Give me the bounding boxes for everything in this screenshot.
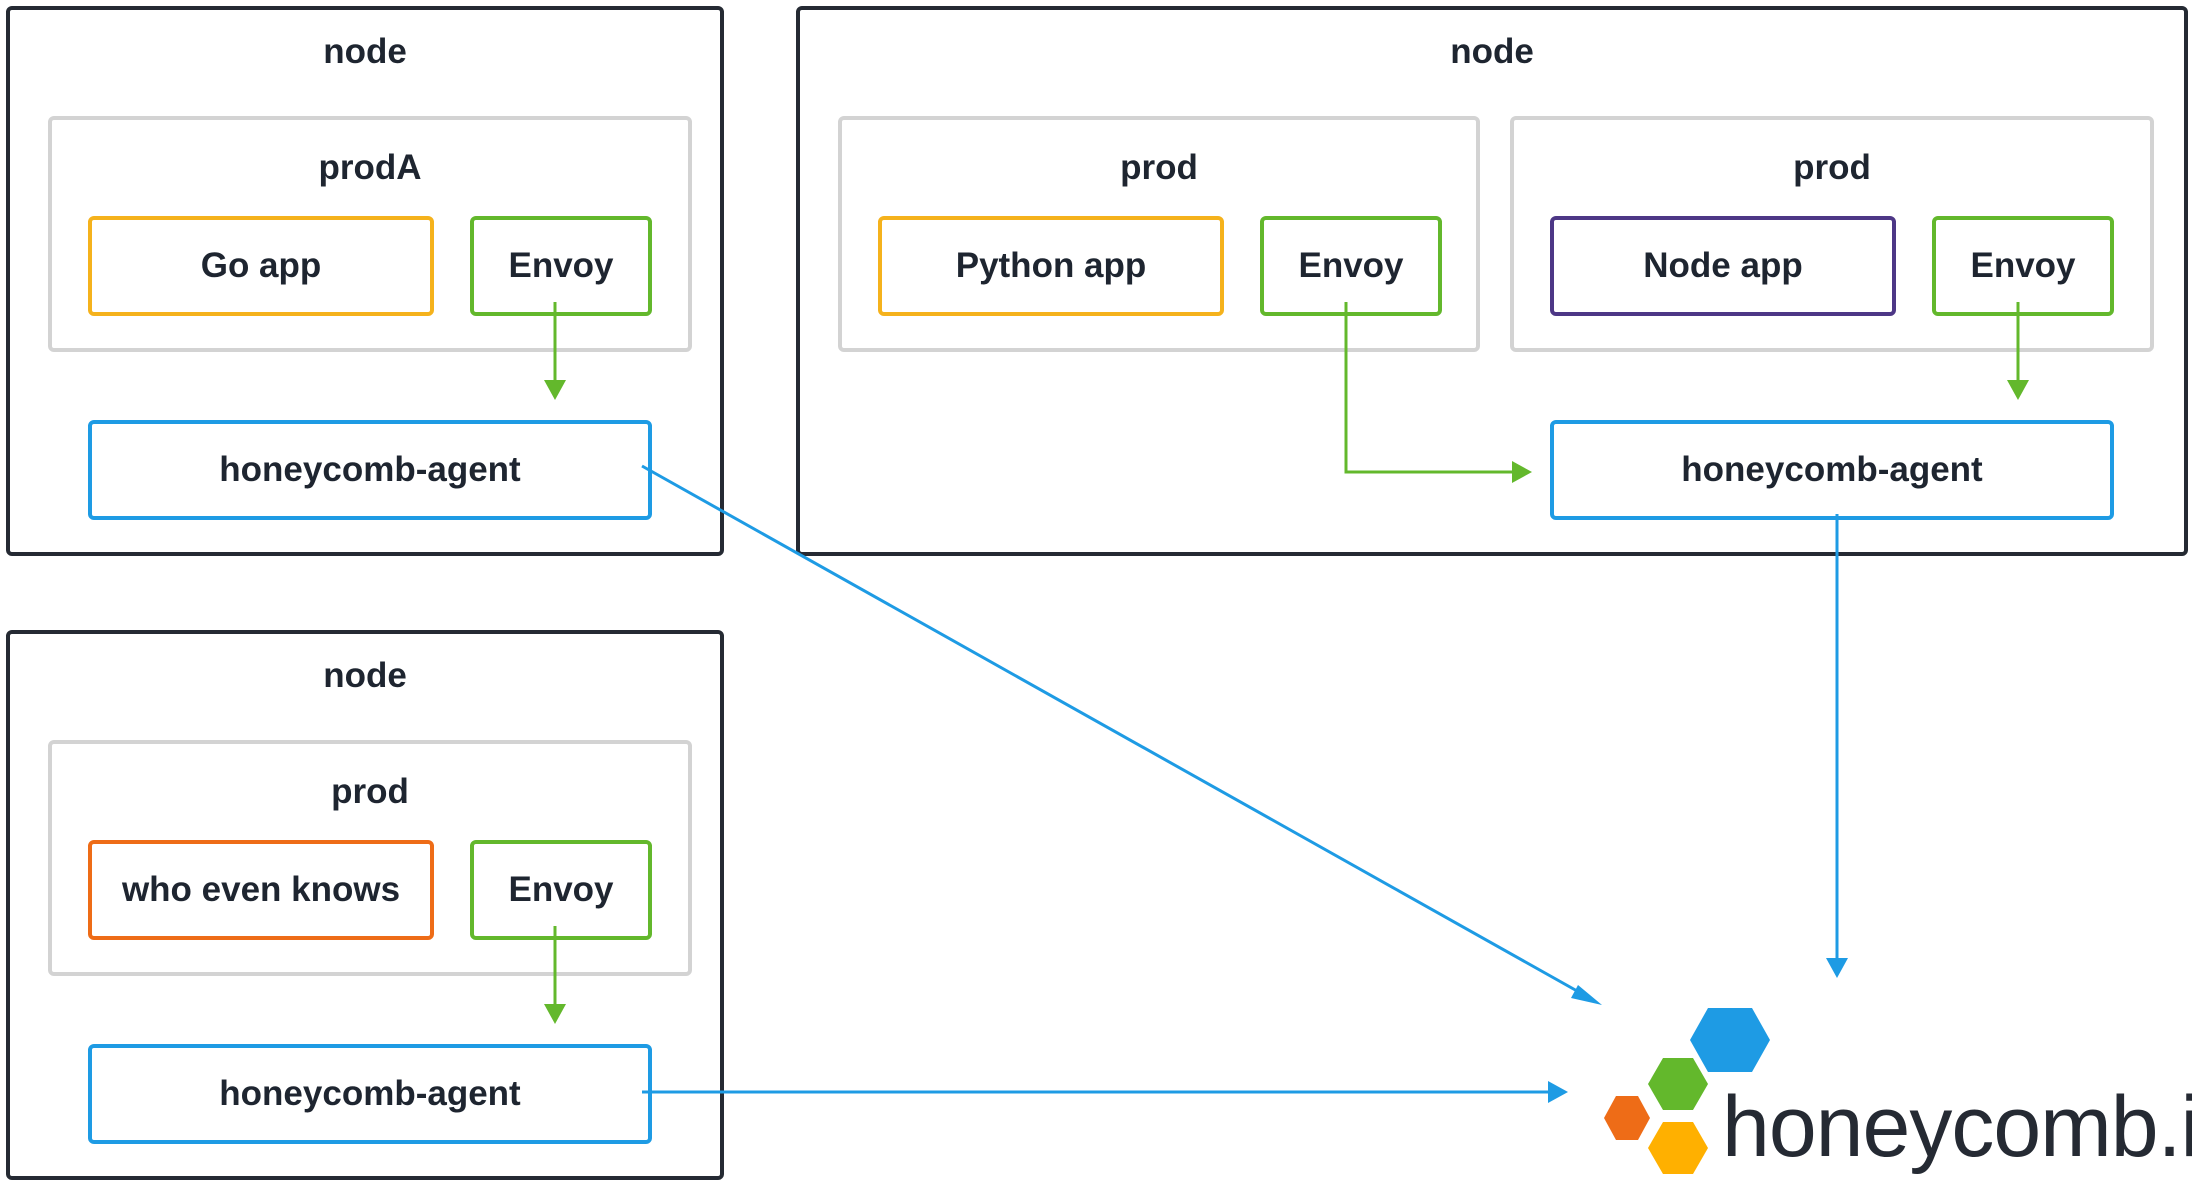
pod-prod-unknown: prod who even knows Envoy (48, 740, 692, 976)
node-top-left: node prodA Go app Envoy honeycomb-agent (6, 6, 724, 556)
pod-title: prodA (318, 148, 422, 187)
arrow-envoy-to-agent-bottom-left (544, 926, 566, 1024)
who-even-knows-box: who even knows (88, 840, 434, 940)
envoy-box: Envoy (470, 840, 652, 940)
go-app-box: Go app (88, 216, 434, 316)
pod-title: prod (331, 772, 409, 811)
honeycomb-agent-box: honeycomb-agent (88, 1044, 652, 1144)
arrow-envoy-to-agent-top-left (544, 302, 566, 400)
arrow-envoy-node-to-agent (2007, 302, 2029, 400)
envoy-box: Envoy (1932, 216, 2114, 316)
honeycomb-agent-box: honeycomb-agent (1550, 420, 2114, 520)
pod-prod-node: prod Node app Envoy (1510, 116, 2154, 352)
envoy-box: Envoy (1260, 216, 1442, 316)
node-title: node (1450, 32, 1534, 71)
node-app-box: Node app (1550, 216, 1896, 316)
pod-title: prod (1120, 148, 1198, 187)
pod-prod-python: prod Python app Envoy (838, 116, 1480, 352)
honeycomb-logo-icon (1604, 1008, 1770, 1174)
node-top-right: node prod Python app Envoy prod Node app… (796, 6, 2188, 556)
node-bottom-left: node prod who even knows Envoy honeycomb… (6, 630, 724, 1180)
arrow-agent-bottom-left-to-honeycomb (642, 1081, 1568, 1103)
arrow-agent-top-left-to-honeycomb (641, 464, 1602, 1005)
node-title: node (323, 32, 407, 71)
honeycomb-agent-box: honeycomb-agent (88, 420, 652, 520)
arrow-envoy-python-to-agent (1344, 302, 1532, 483)
honeycomb-logo-text: honeycomb.io (1722, 1079, 2192, 1175)
pod-proda: prodA Go app Envoy (48, 116, 692, 352)
node-title: node (323, 656, 407, 695)
envoy-box: Envoy (470, 216, 652, 316)
python-app-box: Python app (878, 216, 1224, 316)
arrow-agent-top-right-to-honeycomb (1826, 514, 1848, 978)
pod-title: prod (1793, 148, 1871, 187)
